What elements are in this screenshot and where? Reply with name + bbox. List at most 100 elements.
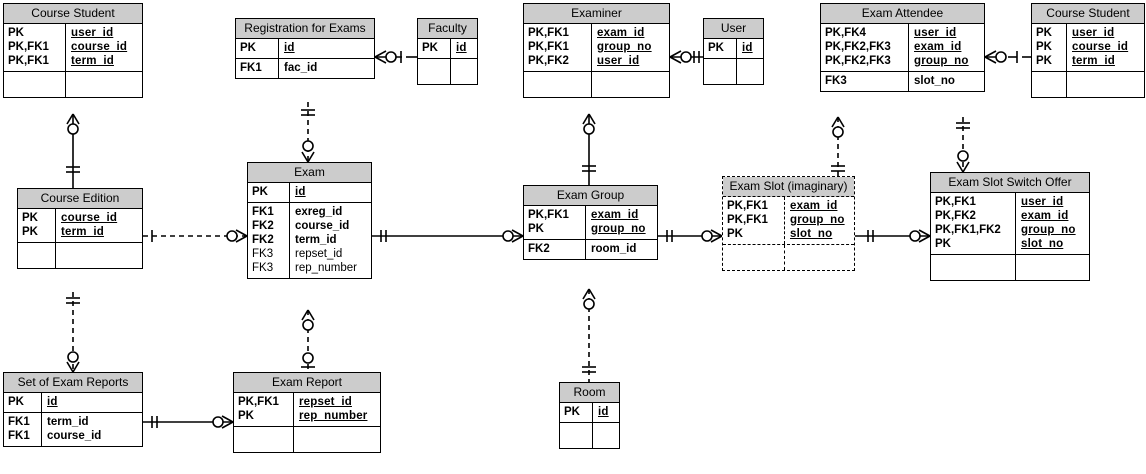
connector-exam-examgroup <box>372 229 524 243</box>
entity-attribute-column <box>451 59 477 84</box>
entity-attribute-column <box>56 243 142 268</box>
attribute-name: id <box>598 406 609 418</box>
entity-key-column <box>931 255 1016 280</box>
attribute-name: group_no <box>591 223 646 235</box>
entity-attribute-column: id <box>279 39 374 58</box>
connector-registration-exam <box>301 102 315 163</box>
attribute-name: id <box>295 186 306 198</box>
attribute-name: term_id <box>61 226 104 238</box>
entity-empty-section <box>524 71 669 97</box>
key-label: PK,FK1 <box>727 200 768 212</box>
key-label: FK2 <box>528 243 550 255</box>
key-label: PK <box>1036 41 1052 53</box>
key-label: FK1 <box>240 62 262 74</box>
key-label: PK,FK1,FK2 <box>935 224 1001 236</box>
entity-attribute-section: PK id <box>704 39 763 58</box>
key-label: PK <box>22 226 38 238</box>
key-label: PK <box>22 212 38 224</box>
attribute-name: id <box>456 42 467 54</box>
key-label: PK,FK1 <box>528 41 569 53</box>
entity-title: Exam Attendee <box>821 4 984 24</box>
attribute-name: term_id <box>295 234 337 246</box>
key-label: FK3 <box>825 75 847 87</box>
connector-examgroup-room <box>582 288 596 382</box>
entity-attribute-column <box>593 423 619 448</box>
entity-key-column <box>704 59 737 84</box>
attribute-name: id <box>284 42 295 54</box>
key-label: PK,FK1 <box>528 27 569 39</box>
entity-empty-section <box>418 58 477 84</box>
key-label: FK1 <box>252 206 274 218</box>
attribute-name: repset_id <box>295 248 343 260</box>
entity-title: Exam Group <box>524 186 657 206</box>
connector-examslot-switchoffer <box>855 229 931 243</box>
attribute-name: exam_id <box>914 41 962 53</box>
entity-title: User <box>704 19 763 39</box>
attribute-name: group_no <box>914 55 969 67</box>
entity-attribute-column: room_id <box>586 240 657 259</box>
key-label: PK <box>240 42 256 54</box>
attribute-name: course_id <box>71 41 128 53</box>
entity-title: Course Edition <box>18 189 142 209</box>
attribute-name: user_id <box>1072 27 1115 39</box>
key-label: PK <box>708 42 724 54</box>
entity-attribute-column <box>785 245 854 270</box>
key-label: PK,FK2 <box>528 55 569 67</box>
entity-title: Examiner <box>524 4 669 24</box>
key-label: PK,FK4 <box>825 27 866 39</box>
entity-attribute-column: fac_id <box>279 59 374 78</box>
entity-key-column <box>418 59 451 84</box>
key-label: PK <box>528 223 544 235</box>
entity-key-column: FK1 <box>236 59 279 78</box>
entity-attribute-column <box>737 59 763 84</box>
entity-attribute-column: id <box>737 39 763 58</box>
attribute-name: fac_id <box>284 62 318 74</box>
key-label: FK2 <box>252 234 274 246</box>
key-label: PK <box>727 228 743 240</box>
connector-exam-examreport <box>301 309 315 372</box>
attribute-name: group_no <box>790 214 845 226</box>
entity-empty-section <box>723 244 854 270</box>
key-label: PK,FK1 <box>8 55 49 67</box>
entity-title: Faculty <box>418 19 477 39</box>
entity-key-column: PK PK <box>18 209 56 242</box>
entity-key-column <box>560 423 593 448</box>
entity-title: Exam Slot (imaginary) <box>723 177 854 197</box>
entity-key-column <box>4 72 66 97</box>
attribute-name: group_no <box>1021 224 1076 236</box>
entity-title: Exam Slot Switch Offer <box>931 173 1089 193</box>
attribute-name: exreg_id <box>295 206 343 218</box>
entity-key-column <box>18 243 56 268</box>
